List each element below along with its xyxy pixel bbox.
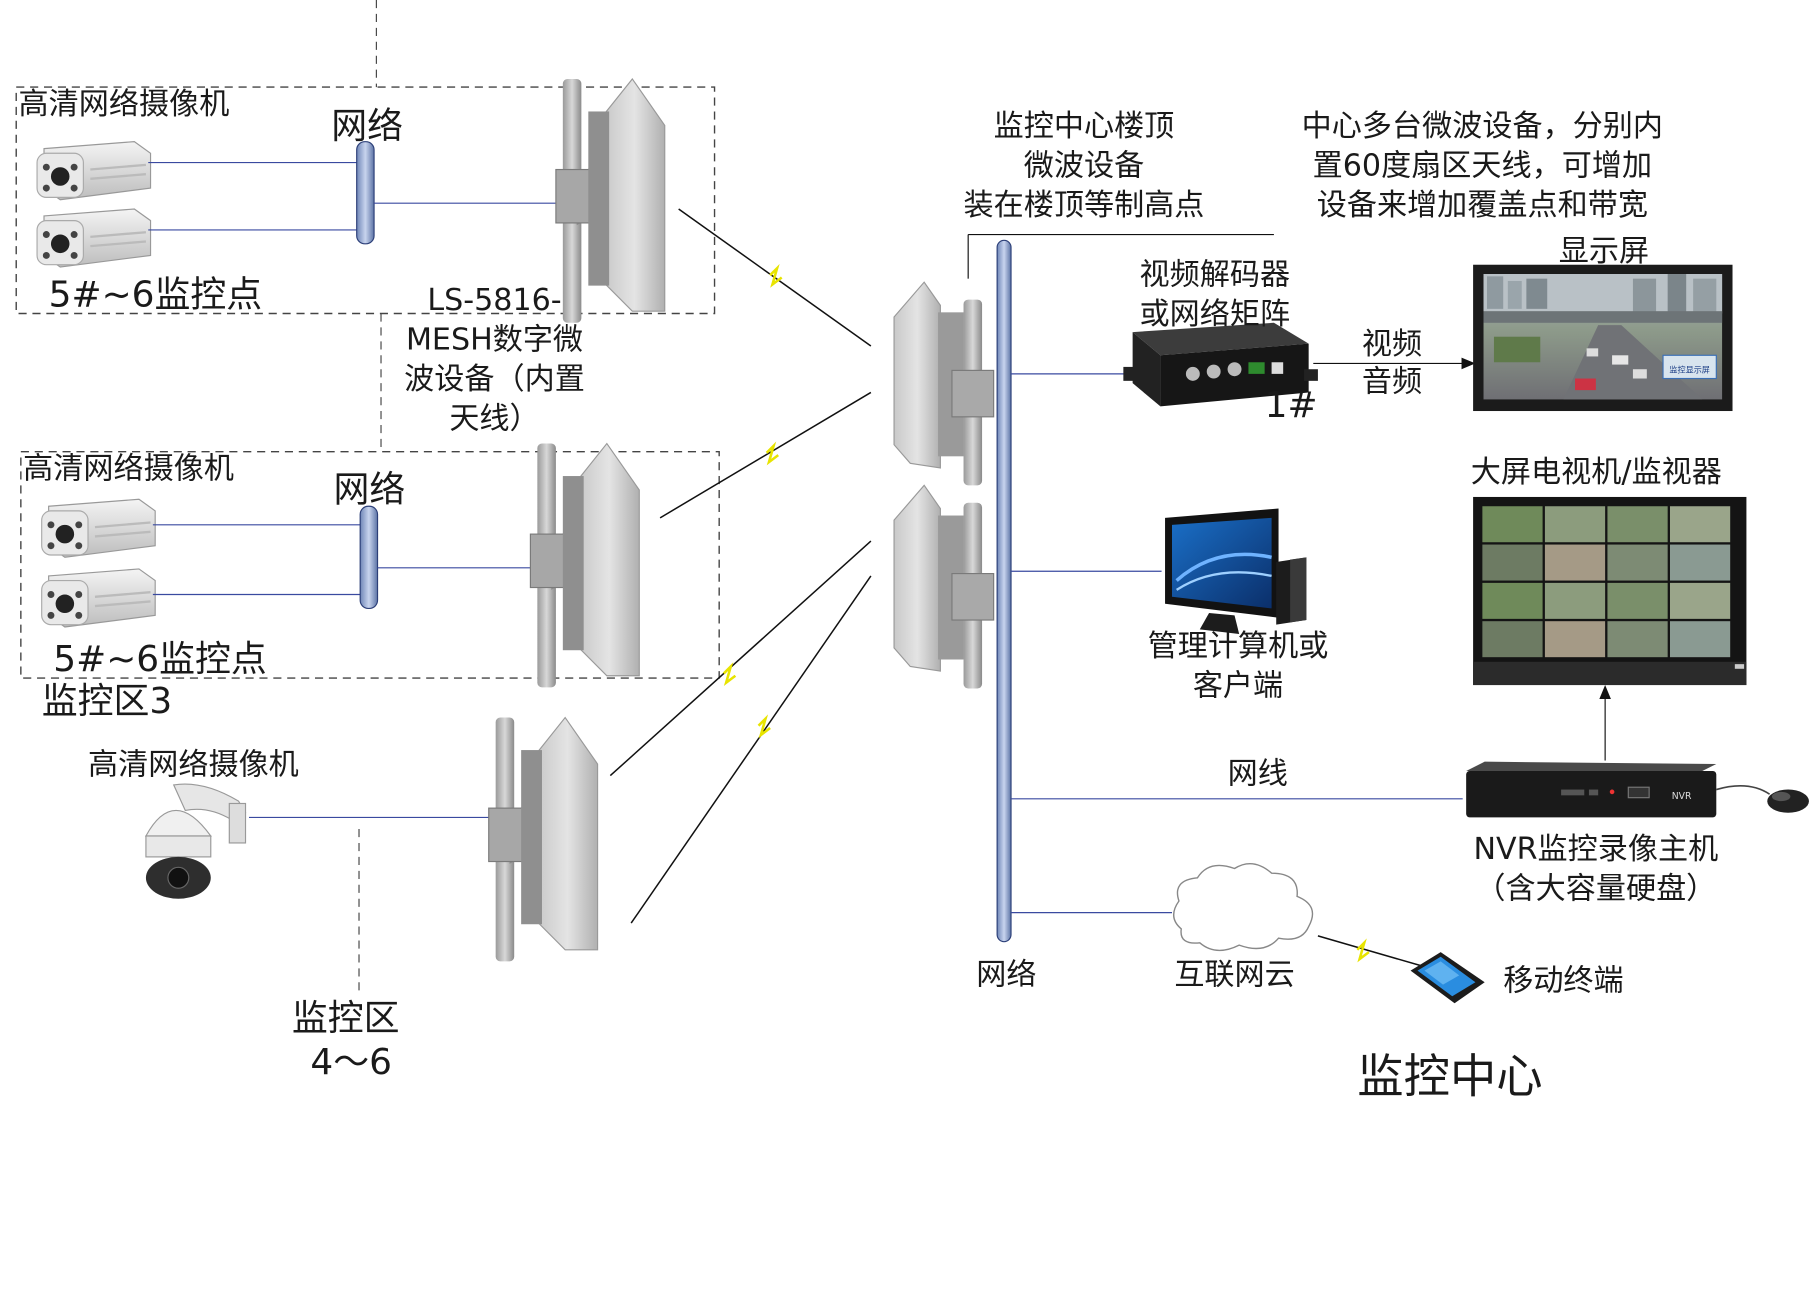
cctv-tile [1607,506,1668,543]
cctv-tile [1482,582,1543,619]
cctv-tile [1669,506,1731,543]
cctv-tile [1482,544,1543,581]
cctv-tile [1669,582,1731,619]
zone-label: 监控区 [291,997,400,1040]
decoder-line: 视频解码器 [1139,257,1291,293]
cctv-tile-grid [1482,506,1731,658]
cctv-tile [1544,544,1606,581]
nvr-recorder-icon: NVR [1466,761,1717,818]
cctv-tile [1544,582,1606,619]
nvr-line: NVR监控录像主机 [1473,832,1719,868]
cctv-tile [1482,621,1543,658]
footer-title: 监控中心 [1357,1050,1543,1105]
mobile-phone-icon [1410,952,1485,1004]
center-note-line: 置60度扇区天线，可增加 [1312,148,1653,184]
cctv-tile [1544,506,1606,543]
cctv-tile [1607,621,1668,658]
center-roof-line: 监控中心楼顶 [993,109,1175,144]
cctv-tile [1669,621,1731,658]
switch-label: 网络 [333,469,406,511]
decoder-line: 或网络矩阵 [1139,297,1291,333]
decoder-tag: 1# [1264,384,1318,427]
computer-line: 管理计算机或 [1147,629,1329,665]
mobile-label: 移动终端 [1503,963,1624,999]
cctv-tile [1544,621,1606,658]
backbone-label: 网络 [976,957,1037,993]
mouse-icon [1767,789,1809,813]
center-note: 中心多台微波设备，分别内 置60度扇区天线，可增加 设备来增加覆盖点和带宽 [1279,107,1687,225]
cctv-tile [1482,506,1543,543]
device-note-line: MESH数字微 [405,322,584,358]
nvr-badge: NVR [1672,791,1692,802]
monitoring-points-label: 5#~6监控点 [53,638,267,681]
diagram-canvas: 监控显示屏 NVR [15,0,1809,1004]
zone-label: 监控区3 [41,680,173,723]
cloud-label: 互联网云 [1174,957,1295,993]
monitoring-points-label: 5#~6监控点 [48,274,263,316]
cctv-tile [1607,582,1668,619]
display-label: 显示屏 [1558,234,1650,270]
cctv-tile [1669,544,1731,581]
device-note-line: 天线） [449,401,540,437]
computer-line: 客户端 [1192,668,1284,704]
big-tv-label: 大屏电视机/监视器 [1470,455,1722,490]
audio-output-label: 音频 [1361,364,1423,400]
ptz-camera-icon [144,783,247,899]
camera-label: 高清网络摄像机 [88,747,299,783]
device-note-line: LS-5816- [427,283,562,319]
center-note-line: 中心多台微波设备，分别内 [1301,109,1664,144]
decoder-label: 视频解码器 或网络矩阵 [1119,255,1311,334]
center-note-line: 设备来增加覆盖点和带宽 [1316,188,1648,223]
nvr-label: NVR监控录像主机 （含大容量硬盘） [1455,830,1738,909]
cloud-icon [1173,863,1314,952]
video-decoder-icon [1123,322,1318,407]
video-output-label: 视频 [1361,327,1423,363]
camera-label: 高清网络摄像机 [18,87,230,122]
nvr-line: （含大容量硬盘） [1475,871,1717,907]
device-note: LS-5816- MESH数字微 波设备（内置 天线） [384,281,604,439]
camera-label: 高清网络摄像机 [23,451,234,487]
center-roof-note: 监控中心楼顶 微波设备 装在楼顶等制高点 [936,107,1232,225]
device-note-line: 波设备（内置 [404,362,585,398]
center-roof-line: 微波设备 [1023,148,1145,184]
bus-sign: 监控显示屏 [1669,365,1709,375]
switch-label: 网络 [331,105,404,148]
network-cable-label: 网线 [1227,757,1288,792]
center-roof-line: 装在楼顶等制高点 [963,188,1205,223]
computer-label: 管理计算机或 客户端 [1130,627,1345,706]
cctv-tile [1607,544,1668,581]
computer-icon [1165,508,1307,634]
zone-range-label: 4～6 [310,1041,392,1084]
display-screen-icon: 监控显示屏 [1473,264,1733,412]
